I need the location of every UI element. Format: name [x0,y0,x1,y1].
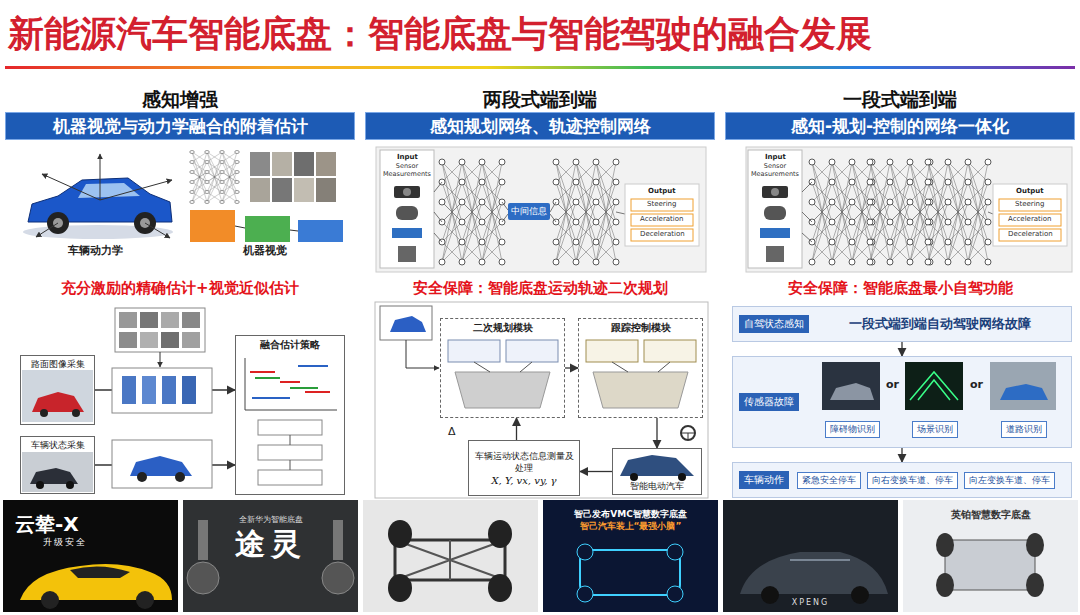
connector [901,448,902,462]
button-label: 紧急安全停车 [802,475,856,486]
panel-tag: 传感器故障 [739,393,799,411]
card-subtitle: 升级安全 [43,536,87,548]
fusion-box: 融合估计策略 [235,335,345,495]
figure-caption: 机器视觉 [243,244,287,258]
box-label: 融合估计策略 [260,338,320,352]
panel-note: Sensor Measurements [749,162,801,178]
choice-word: or [886,378,899,391]
button-label: 向左变换车道、停车 [969,475,1050,486]
output-item: Steering [1015,200,1045,209]
panel-title: Input [765,153,786,162]
output-item: Steering [647,200,677,209]
sensor-panel: 传感器故障障碍物识别 场景识别 道路识别 [732,356,1072,448]
action-panel: 车辆动作 紧急安全停车 向右变换车道、停车 向左变换车道、停车 [732,462,1072,498]
signal-symbol: Δ [448,425,456,438]
control-module: 跟踪控制模块 [578,318,703,418]
planning-module: 二次规划模块 [440,318,565,418]
header-band: 机器视觉与动力学融合的附着估计 [5,112,355,140]
header-band: 感知规划网络、轨迹控制网络 [365,112,715,140]
connector [565,367,578,368]
panel-title: Input [397,153,418,162]
box-label: 车辆状态采集 [31,439,85,451]
connector [516,418,517,440]
connector [901,342,902,356]
product-card: 智己发布VMC智慧数字底盘智己汽车装上“最强小脑” [543,500,718,612]
box-label: 智能电动汽车 [630,480,684,492]
card-subtitle: 全新华为智能底盘 [239,514,303,525]
product-card: XPENG [723,500,898,612]
panel-title: Output [1016,187,1044,196]
product-card: 全新华为智能底盘途灵 [183,500,358,612]
output-item: Acceleration [640,215,684,224]
column-heading: 一段式端到端 [843,86,957,112]
column-header: 两段式端到端感知规划网络、轨迹控制网络 [365,86,715,142]
option-button: 道路识别 [1001,421,1047,438]
panel-note: Sensor Measurements [381,162,433,178]
key-point: 安全保障：智能底盘运动轨迹二次规划 [413,279,668,297]
key-point: 安全保障：智能底盘最小自驾功能 [788,279,1013,297]
button-label: 向右变换车道、停车 [872,475,953,486]
action-button: 向左变换车道、停车 [964,472,1055,489]
input-box: 车辆状态采集 [20,436,95,494]
panel-tag: 自驾状态感知 [739,315,809,333]
panel-title: Output [648,187,676,196]
figure-caption: 车辆动力学 [68,244,123,258]
card-title: 英铂智慧数字底盘 [951,508,1031,521]
output-item: Deceleration [640,230,685,239]
state-formula: X, Y, vx, vy, γ [491,474,556,487]
vehicle-box: 智能电动汽车 [612,448,702,495]
option-button: 障碍物识别 [825,421,880,438]
option-button: 场景识别 [912,421,958,438]
key-point: 充分激励的精确估计+视觉近似估计 [61,279,299,297]
column-header: 一段式端到端感知-规划-控制的网络一体化 [725,86,1075,142]
column-heading: 感知增强 [142,86,218,112]
choice-word: or [970,378,983,391]
connector [656,418,657,448]
box-label: 路面图像采集 [31,358,85,370]
card-title: 云辇-X [15,512,79,536]
action-button: 紧急安全停车 [797,472,861,489]
module-label: 跟踪控制模块 [611,321,671,335]
card-title: 途灵 [235,525,307,563]
button-label: 道路识别 [1006,424,1042,435]
button-label: 场景识别 [917,424,953,435]
card-subtitle: 智己汽车装上“最强小脑” [580,520,682,532]
header-band: 感知-规划-控制的网络一体化 [725,112,1075,140]
status-panel: 自驾状态感知一段式端到端自动驾驶网络故障 [732,306,1072,342]
panel-text: 一段式端到端自动驾驶网络故障 [809,315,1071,333]
panel-tag: 车辆动作 [739,471,789,489]
box-label: 车辆运动状态信息测量及处理 [473,450,575,474]
card-title: 智己发布VMC智慧数字底盘 [574,508,687,520]
output-item: Acceleration [1008,215,1052,224]
slide-title: 新能源汽车智能底盘：智能底盘与智能驾驶的融合发展 [8,12,872,56]
output-item: Deceleration [1008,230,1053,239]
input-box: 路面图像采集 [20,355,95,425]
state-box: 车辆运动状态信息测量及处理X, Y, vx, vy, γ [468,440,580,496]
product-card: 云辇-X升级安全 [3,500,178,612]
box-label: 中间信息 [511,206,547,217]
module-label: 二次规划模块 [473,321,533,335]
column-heading: 两段式端到端 [483,86,597,112]
latent-box: 中间信息 [508,203,550,220]
product-card: 英铂智慧数字底盘 [903,500,1078,612]
action-button: 向右变换车道、停车 [867,472,958,489]
brand-mark: XPENG [792,598,830,608]
column-header: 感知增强机器视觉与动力学融合的附着估计 [5,86,355,142]
button-label: 障碍物识别 [830,424,875,435]
connector [580,471,612,472]
